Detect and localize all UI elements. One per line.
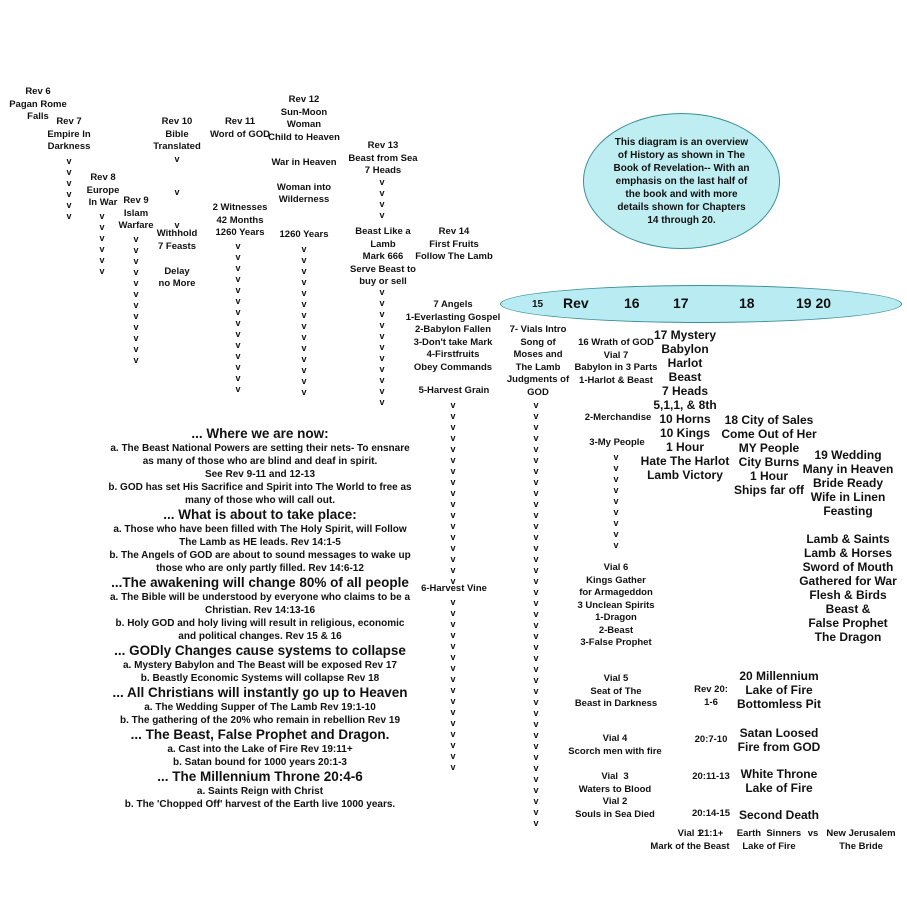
connector-rev16: v v v v v v v v v	[613, 452, 619, 550]
label-satan-loosed: Satan Loosed Fire from GOD	[737, 726, 821, 754]
label-harvest-vine: 6-Harvest Vine	[421, 583, 487, 594]
label-earth-sinners: Earth Sinners Lake of Fire	[736, 828, 802, 852]
label-rev18: 18 City of Sales Come Out of Her MY Peop…	[721, 413, 817, 497]
summary-block: ... Where we are now: a. The Beast Natio…	[50, 426, 470, 811]
label-rev19: 19 Wedding Many in Heaven Bride Ready Wi…	[802, 448, 894, 518]
ref-rev20-1-6: Rev 20: 1-6	[694, 684, 728, 708]
label-rev14-angels: 7 Angels 1-Everlasting Gospel 2-Babylon …	[405, 299, 501, 373]
label-vial4: Vial 4 Scorch men with fire	[568, 733, 662, 757]
ref-rev20-11-13: 20:11-13	[692, 771, 730, 782]
label-rev6: Rev 6 Pagan Rome Falls	[9, 86, 67, 122]
label-rev11-details: 2 Witnesses 42 Months 1260 Years	[212, 202, 268, 238]
label-rev19-details: Lamb & Saints Lamb & Horses Sword of Mou…	[799, 532, 897, 644]
band-17: 17	[673, 295, 689, 311]
connector-rev14: v v v v v v v v v v v v v v v v v	[450, 400, 456, 586]
connector-rev13-top: v v v v	[379, 177, 385, 220]
label-rev7: Rev 7 Empire In Darkness	[47, 116, 91, 152]
ref-rev20-14-15: 20:14-15	[691, 808, 731, 819]
summary-heading-heaven: ... All Christians will instantly go up …	[112, 685, 408, 700]
connector-rev13: v v v v v v v v v v v	[379, 287, 385, 407]
ref-rev21: 21:1+	[698, 828, 724, 839]
summary-line: a. Those who have been filled with The H…	[113, 524, 407, 548]
summary-line: a. The Beast National Powers are setting…	[110, 443, 410, 480]
label-vial3-vial2: Vial 3 Waters to Blood Vial 2 Souls in S…	[575, 771, 655, 820]
summary-line: a. The Bible will be understood by every…	[109, 592, 411, 616]
connector-rev9: v v v v v v v v v v v v	[133, 234, 139, 365]
connector-rev11: v v v v v v v v v v v v v v	[235, 241, 241, 394]
label-rev12: Rev 12 Sun-Moon Woman Child to Heaven Wa…	[268, 94, 340, 205]
summary-heading-about: ... What is about to take place:	[163, 507, 357, 522]
label-rev14: Rev 14 First Fruits Follow The Lamb	[415, 226, 493, 262]
label-harvest-grain: 5-Harvest Grain	[418, 385, 490, 396]
summary-heading-awakening: ...The awakening will change 80% of all …	[111, 575, 409, 590]
summary-heading-millennium: ... The Millennium Throne 20:4-6	[157, 769, 363, 784]
label-rev11: Rev 11 Word of GOD	[210, 116, 270, 140]
overview-note-text: This diagram is an overview of History a…	[613, 136, 750, 226]
connector-rev8: v v v v v v	[99, 211, 105, 276]
band-rev: Rev	[563, 295, 589, 311]
band-16: 16	[624, 295, 640, 311]
label-rev16-mypeople: 3-My People	[589, 437, 645, 448]
label-rev8: Rev 8 Europe In War	[86, 172, 120, 208]
chapter-band-oval	[500, 285, 902, 323]
label-rev17: 17 Mystery Babylon Harlot Beast 7 Heads …	[640, 328, 730, 482]
label-rev12-details: 1260 Years	[279, 229, 329, 240]
summary-line: b. Holy GOD and holy living will result …	[115, 618, 405, 642]
summary-line: a. Cast into the Lake of Fire Rev 19:11+	[167, 744, 353, 755]
label-white-throne: White Throne Lake of Fire	[740, 767, 818, 795]
connector-rev7: v v v v v v	[66, 156, 72, 221]
band-18: 18	[739, 295, 755, 311]
connector-rev15: v v v v v v v v v v v v v v v v v v v v …	[533, 400, 539, 828]
ref-rev20-7-10: 20:7-10	[694, 734, 728, 745]
label-new-jerusalem: New Jerusalem The Bride	[826, 828, 896, 852]
label-rev13: Rev 13 Beast from Sea 7 Heads	[348, 140, 418, 176]
summary-line: b. The 'Chopped Off' harvest of the Eart…	[124, 799, 396, 810]
label-rev15-vials: 7- Vials Intro Song of Moses and The Lam…	[506, 324, 570, 398]
label-vial1: Vial 1 Mark of the Beast	[650, 828, 730, 852]
connector-rev14-lower: v v v v v v v v v v v v v v v v	[450, 597, 456, 772]
summary-line: a. The Wedding Supper of The Lamb Rev 19…	[144, 702, 376, 713]
label-rev10: Rev 10 Bible Translated	[153, 116, 201, 152]
label-rev13-details: Beast Like a Lamb Mark 666 Serve Beast t…	[349, 226, 416, 287]
summary-line: b. The gathering of the 20% who remain i…	[119, 715, 401, 726]
label-vial6: Vial 6 Kings Gather for Armageddon 3 Unc…	[577, 562, 655, 648]
summary-line: a. Saints Reign with Christ	[196, 786, 324, 797]
connector-rev12: v v v v v v v v v v v v v v	[301, 244, 307, 397]
connector-rev10: v v v	[174, 154, 180, 230]
summary-heading-now: ... Where we are now:	[191, 426, 329, 441]
summary-line: a. Mystery Babylon and The Beast will be…	[123, 660, 397, 671]
summary-line: b. Satan bound for 1000 years 20:1-3	[173, 757, 347, 768]
summary-line: b. GOD has set His Sacrifice and Spirit …	[108, 482, 412, 506]
label-vial5: Vial 5 Seat of The Beast in Darkness	[574, 673, 658, 709]
label-vs: vs	[807, 828, 819, 839]
band-15: 15	[532, 299, 544, 310]
label-rev9: Rev 9 Islam Warfare	[118, 195, 154, 231]
summary-line: b. The Angels of GOD are about to sound …	[109, 550, 411, 574]
label-rev10-details: Withhold 7 Feasts Delay no More	[156, 228, 198, 289]
summary-line: b. Beastly Economic Systems will collaps…	[140, 673, 380, 684]
band-19-20: 19 20	[796, 295, 832, 311]
summary-heading-collapse: ... GODly Changes cause systems to colla…	[114, 643, 406, 658]
label-second-death: Second Death	[738, 808, 819, 822]
summary-heading-beast: ... The Beast, False Prophet and Dragon.	[130, 727, 390, 742]
overview-note-oval: This diagram is an overview of History a…	[583, 113, 780, 249]
label-millennium: 20 Millennium Lake of Fire Bottomless Pi…	[736, 669, 821, 711]
label-rev16: 16 Wrath of GOD Vial 7 Babylon in 3 Part…	[574, 337, 658, 386]
label-rev16-merchandise: 2-Merchandise	[584, 412, 652, 423]
